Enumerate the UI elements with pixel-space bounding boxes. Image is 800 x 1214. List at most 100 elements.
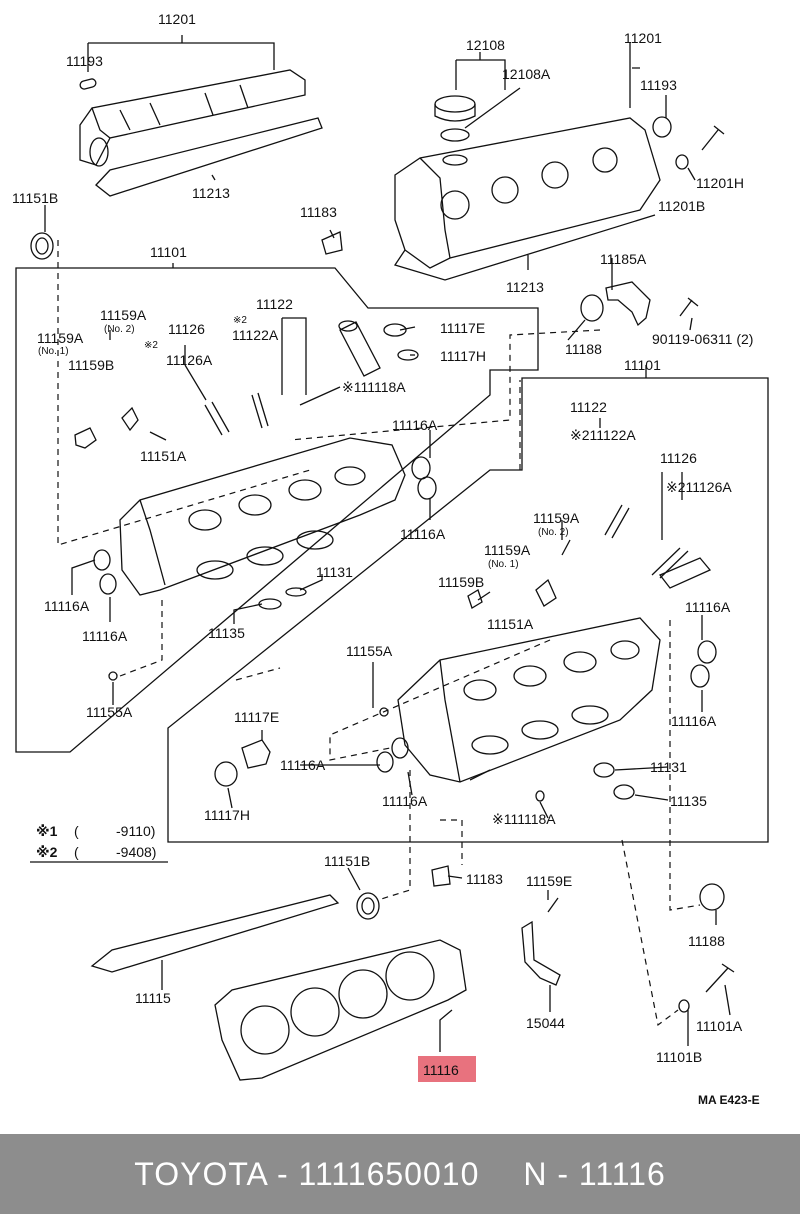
note-1-mark: ※1 bbox=[36, 823, 58, 839]
label-11116a-d[interactable]: 11116A bbox=[82, 628, 128, 644]
label-11151b-right[interactable]: 11151B bbox=[324, 853, 370, 869]
label-12108a[interactable]: 12108A bbox=[502, 66, 551, 82]
label-11116a-h[interactable]: 11116A bbox=[382, 793, 428, 809]
label-11185a[interactable]: 11185A bbox=[600, 251, 647, 267]
note-1-open: ( bbox=[74, 823, 79, 839]
oil-filler-cap bbox=[434, 95, 476, 166]
sleeve-11126-right bbox=[658, 557, 712, 589]
label-11159a-right2[interactable]: 11159A bbox=[533, 510, 580, 526]
cylinder-head-left bbox=[119, 437, 406, 596]
cap-11159b-right bbox=[467, 589, 483, 609]
label-11151a-right[interactable]: 11151A bbox=[487, 616, 534, 632]
label-11118a-left[interactable]: ※111118A bbox=[342, 379, 406, 395]
label-11188-bottom[interactable]: 11188 bbox=[688, 933, 725, 949]
cylinder-head-right bbox=[397, 617, 661, 783]
label-11201-right[interactable]: 11201 bbox=[624, 30, 662, 46]
label-11116[interactable]: 11116 bbox=[423, 1062, 459, 1078]
label-11201-left[interactable]: 11201 bbox=[158, 11, 196, 27]
washer-11201b bbox=[675, 154, 689, 170]
plug-11183-bottom bbox=[431, 865, 451, 887]
guide-11122a-left bbox=[251, 392, 269, 429]
label-11101-right[interactable]: 11101 bbox=[624, 357, 661, 373]
label-11117e-bottom[interactable]: 11117E bbox=[234, 709, 279, 725]
label-12108[interactable]: 12108 bbox=[466, 37, 505, 53]
label-11117h-top[interactable]: 11117H bbox=[440, 348, 486, 364]
label-11117h-bottom[interactable]: 11117H bbox=[204, 807, 250, 823]
seal-11116a-g bbox=[376, 751, 394, 773]
guide-11126a-right bbox=[651, 547, 689, 579]
label-11159a-left2-no: (No. 2) bbox=[104, 324, 135, 335]
seal-11116a-c bbox=[93, 549, 111, 571]
label-11131-right[interactable]: 11131 bbox=[650, 759, 687, 775]
label-11126a-left-mark: ※2 bbox=[144, 340, 158, 351]
label-11155a-right[interactable]: 11155A bbox=[346, 643, 393, 659]
label-11159a-left2[interactable]: 11159A bbox=[100, 307, 147, 323]
label-11183-bottom[interactable]: 11183 bbox=[466, 871, 503, 887]
label-11159e[interactable]: 11159E bbox=[526, 873, 572, 889]
label-11213-left[interactable]: 11213 bbox=[192, 185, 230, 201]
washer-11101b bbox=[678, 999, 690, 1013]
diagram-code: MA E423-E bbox=[698, 1093, 760, 1107]
label-11126-left[interactable]: 11126 bbox=[168, 321, 205, 337]
seal-11116a-f bbox=[690, 664, 710, 688]
label-11159b-left[interactable]: 11159B bbox=[68, 357, 114, 373]
plug-11155a-right bbox=[379, 707, 389, 717]
label-90119[interactable]: 90119-06311 (2) bbox=[652, 331, 753, 347]
label-11116a-e[interactable]: 11116A bbox=[685, 599, 731, 615]
label-11159b-right[interactable]: 11159B bbox=[438, 574, 484, 590]
parts-diagram: 11201 11193 11213 11151B 12108 12108A 11… bbox=[12, 11, 769, 1107]
label-11101-left[interactable]: 11101 bbox=[150, 244, 187, 260]
label-11201h[interactable]: 11201H bbox=[696, 175, 744, 191]
label-11116a-b[interactable]: 11116A bbox=[400, 526, 446, 542]
label-11151b-left[interactable]: 11151B bbox=[12, 190, 58, 206]
label-11159a-right1[interactable]: 11159A bbox=[484, 542, 531, 558]
head-gasket-11116 bbox=[214, 939, 467, 1081]
valve-cover-right bbox=[393, 117, 661, 281]
label-11118a-right[interactable]: ※111118A bbox=[492, 811, 556, 827]
label-15044[interactable]: 15044 bbox=[526, 1015, 565, 1031]
guide-11122a-right bbox=[604, 504, 630, 539]
seal-11116a-b bbox=[417, 476, 437, 500]
label-11122a-left[interactable]: 11122A bbox=[232, 327, 279, 343]
seal-11116a-a bbox=[411, 456, 431, 480]
label-11193-left[interactable]: 11193 bbox=[66, 53, 103, 69]
label-11213-right[interactable]: 11213 bbox=[506, 279, 544, 295]
label-11117e-top[interactable]: 11117E bbox=[440, 320, 485, 336]
label-11151a-left[interactable]: 11151A bbox=[140, 448, 187, 464]
cap-11135-right bbox=[613, 784, 635, 800]
label-11135-right[interactable]: 11135 bbox=[670, 793, 707, 809]
bolt-90119 bbox=[679, 297, 699, 317]
label-11193-right[interactable]: 11193 bbox=[640, 77, 677, 93]
label-11135-left[interactable]: 11135 bbox=[208, 625, 245, 641]
label-11101b[interactable]: 11101B bbox=[656, 1049, 702, 1065]
label-11126a-right[interactable]: ※211126A bbox=[666, 479, 732, 495]
label-11188-top[interactable]: 11188 bbox=[565, 341, 602, 357]
cap-11151a-right bbox=[535, 578, 557, 607]
valve-cover-left bbox=[79, 69, 306, 167]
bolt-11159e bbox=[547, 897, 559, 913]
label-11155a-left[interactable]: 11155A bbox=[86, 704, 133, 720]
label-11116a-g[interactable]: 11116A bbox=[280, 757, 326, 773]
label-11126a-left[interactable]: 11126A bbox=[166, 352, 213, 368]
label-11122-right[interactable]: 11122 bbox=[570, 399, 607, 415]
label-11116a-c[interactable]: 11116A bbox=[44, 598, 90, 614]
sleeve-11117e-top bbox=[339, 321, 381, 377]
guide-11126a-left bbox=[204, 401, 230, 436]
note-2-open: ( bbox=[74, 844, 79, 860]
label-11122a-right[interactable]: ※211122A bbox=[570, 427, 636, 443]
label-11116a-f[interactable]: 11116A bbox=[671, 713, 717, 729]
cap-11159a-left bbox=[74, 427, 97, 449]
label-11183-top[interactable]: 11183 bbox=[300, 204, 337, 220]
label-11159a-left[interactable]: 11159A bbox=[37, 330, 84, 346]
label-11116a-a[interactable]: 11116A bbox=[392, 417, 438, 433]
label-11201b[interactable]: 11201B bbox=[658, 198, 705, 214]
part-highlight bbox=[418, 1056, 476, 1082]
plug-11118a-right bbox=[535, 790, 545, 802]
label-11126-right[interactable]: 11126 bbox=[660, 450, 697, 466]
label-11122-left[interactable]: 11122 bbox=[256, 296, 293, 312]
cap-11131-left bbox=[285, 587, 307, 597]
frame-left bbox=[15, 267, 539, 753]
label-11101a[interactable]: 11101A bbox=[696, 1018, 743, 1034]
label-11131-left[interactable]: 11131 bbox=[316, 564, 353, 580]
label-11115[interactable]: 11115 bbox=[135, 990, 171, 1006]
